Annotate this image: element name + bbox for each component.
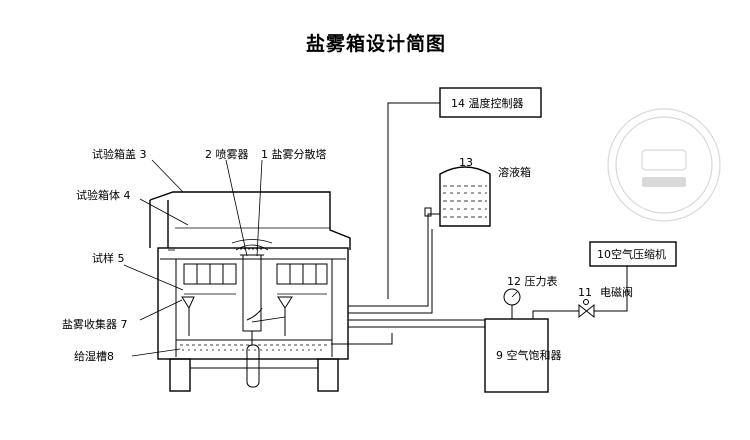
fog-collector-right [251, 296, 293, 336]
dispersion-tower [231, 239, 273, 388]
solenoid-valve [578, 299, 595, 319]
pressure-gauge-label: 12 压力表 [507, 274, 558, 288]
sprayer-label: 2 喷雾器 [205, 148, 249, 161]
air-compressor-label: 10空气压缩机 [597, 247, 666, 261]
sample-rack-right [276, 263, 328, 295]
air-saturator [484, 318, 549, 393]
sprayer-tube [246, 307, 263, 321]
piping [331, 102, 628, 345]
lid-label: 试验箱盖 3 [92, 147, 147, 161]
solution-tank-number: 13 [459, 156, 473, 169]
leader-lines [123, 159, 263, 357]
body-label: 试验箱体 4 [76, 188, 131, 202]
test-chamber [149, 191, 351, 392]
temperature-controller-label: 14 温度控制器 [451, 96, 524, 110]
air-compressor [589, 241, 677, 267]
diagram-title: 盐雾箱设计简图 [306, 32, 446, 55]
solution-tank [424, 166, 491, 227]
watermark-seal [607, 108, 721, 222]
solution-tank-label: 溶液箱 [498, 165, 531, 179]
solenoid-valve-number: 11 [578, 286, 592, 299]
chamber-lid [149, 191, 351, 250]
air-saturator-label: 9 空气饱和器 [496, 348, 562, 362]
pressure-gauge [503, 288, 521, 306]
humidifier-label: 给湿槽8 [74, 350, 114, 363]
chamber-leg-left [169, 358, 191, 392]
tower-label: 1 盐雾分散塔 [261, 147, 327, 161]
chamber-body [157, 247, 349, 360]
chamber-leg-right [317, 358, 339, 392]
temperature-controller [439, 87, 542, 118]
sample-label: 试样 5 [92, 251, 125, 265]
sample-rack-left [183, 263, 237, 295]
fog-collector-left [181, 296, 195, 336]
solenoid-valve-label: 电磁阀 [600, 285, 633, 299]
collector-label: 盐雾收集器 7 [62, 317, 128, 331]
